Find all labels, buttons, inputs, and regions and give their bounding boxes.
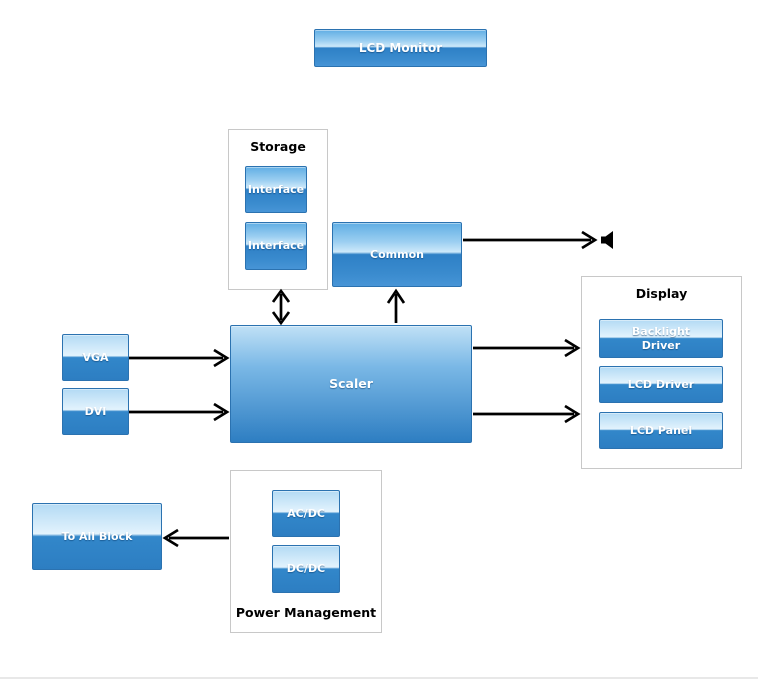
storage-group-label: Storage — [250, 139, 306, 154]
vga-block: VGA — [62, 334, 129, 381]
speaker-icon — [601, 231, 613, 249]
ac-dc-block: AC/DC — [272, 490, 340, 537]
arrow-power-to-all-block — [162, 528, 229, 548]
display-group-label: Display — [635, 286, 688, 301]
lcd-monitor-block: LCD Monitor — [314, 29, 487, 67]
arrow-vga-to-scaler — [129, 348, 230, 368]
storage-interface-1-block: Interface — [245, 166, 307, 213]
lcd-driver-block: LCD Driver — [599, 366, 723, 403]
dvi-block: DVI — [62, 388, 129, 435]
arrow-dvi-to-scaler — [129, 402, 230, 422]
lcd-panel-block: LCD Panel — [599, 412, 723, 449]
to-all-block-block: To All Block — [32, 503, 162, 570]
arrow-scaler-to-common — [386, 288, 406, 323]
bottom-divider-line — [0, 677, 758, 679]
arrow-common-to-speaker — [463, 230, 598, 250]
arrow-storage-scaler-bidirectional — [271, 288, 291, 326]
common-block: Common — [332, 222, 462, 287]
power-management-group-label: Power Management — [235, 605, 377, 620]
storage-interface-2-block: Interface — [245, 222, 307, 270]
dc-dc-block: DC/DC — [272, 545, 340, 593]
arrow-scaler-to-backlight — [473, 338, 581, 358]
scaler-block: Scaler — [230, 325, 472, 443]
arrow-scaler-to-lcd-panel — [473, 404, 581, 424]
backlight-driver-block: Backlight Driver — [599, 319, 723, 358]
